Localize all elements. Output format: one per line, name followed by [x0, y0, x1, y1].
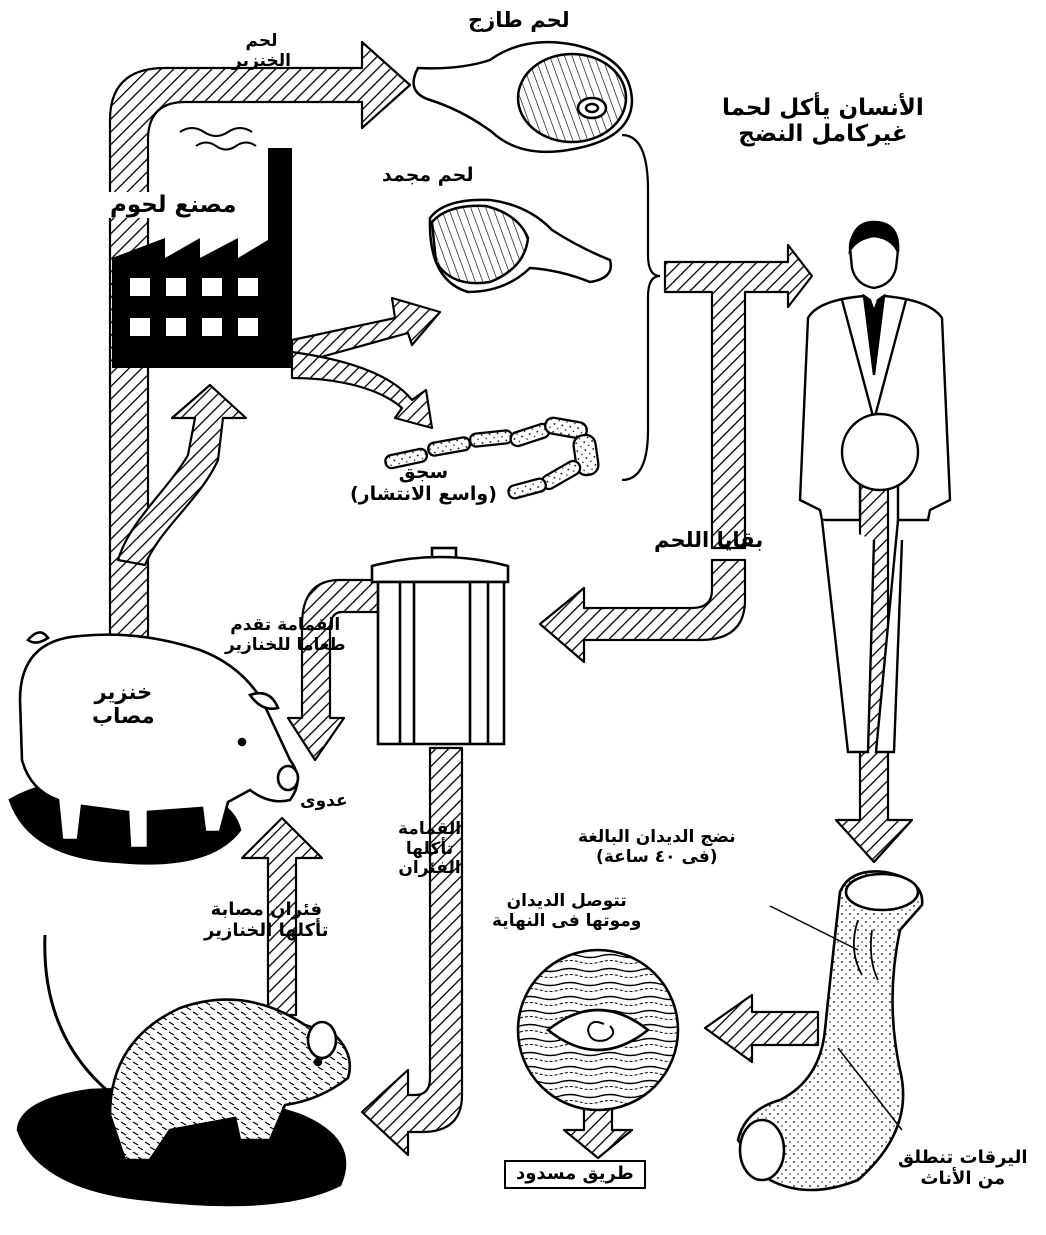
label-meat-scraps: بقايا اللحم	[654, 528, 763, 552]
arrow-garbage-to-pigs	[288, 580, 378, 760]
fresh-meat-ham-icon	[414, 42, 632, 152]
label-worms-arrive-and-die: تتوصل الديدان وموتها فى النهاية	[492, 892, 641, 931]
label-larvae-released-from-females: اليرقات تنطلق من الأناث	[898, 1148, 1028, 1189]
frozen-meat-icon	[430, 200, 611, 292]
label-infected-pig: خنزير مصاب	[92, 680, 155, 728]
label-infection: عدوى	[300, 792, 348, 812]
label-sausage: سجق (واسع الانتشار)	[350, 462, 497, 506]
arrow-meat-to-human	[665, 245, 812, 548]
label-human-eats-undercooked-meat: الأنسان يأكل لحما غيركامل النضج	[722, 95, 924, 148]
label-fresh-meat: لحم طازج	[468, 8, 570, 32]
arrow-factory-to-sausage	[292, 352, 432, 428]
label-adult-worms-mature: نضج الديدان البالغة (فى ٤٠ ساعة)	[578, 828, 736, 867]
bracket-meat-products	[622, 135, 660, 480]
encysted-larva-muscle-icon	[518, 950, 678, 1110]
label-meat-factory: مصنع لحوم	[106, 192, 241, 218]
label-infected-rats-eaten-by-pigs: فئران مصابة تأكلها الخنازير	[204, 900, 329, 941]
arrow-garbage-to-rats	[362, 748, 462, 1155]
label-garbage-eaten-by-rats: القمامة تأكلها الفئران	[398, 820, 461, 879]
arrow-intestine-to-cyst	[705, 995, 818, 1062]
infected-pig-icon	[10, 632, 298, 863]
garbage-can-icon	[372, 548, 508, 744]
label-frozen-meat: لحم مجمد	[382, 165, 474, 187]
arrow-scraps-to-garbage	[540, 560, 745, 662]
infected-rat-icon	[18, 935, 350, 1205]
label-dead-end: طريق مسدود	[504, 1160, 646, 1189]
label-fresh-pork: لحم الخنزير	[232, 32, 291, 71]
label-garbage-feeds-pigs: القمامة تقدم طعاما للخنازير	[225, 616, 345, 655]
